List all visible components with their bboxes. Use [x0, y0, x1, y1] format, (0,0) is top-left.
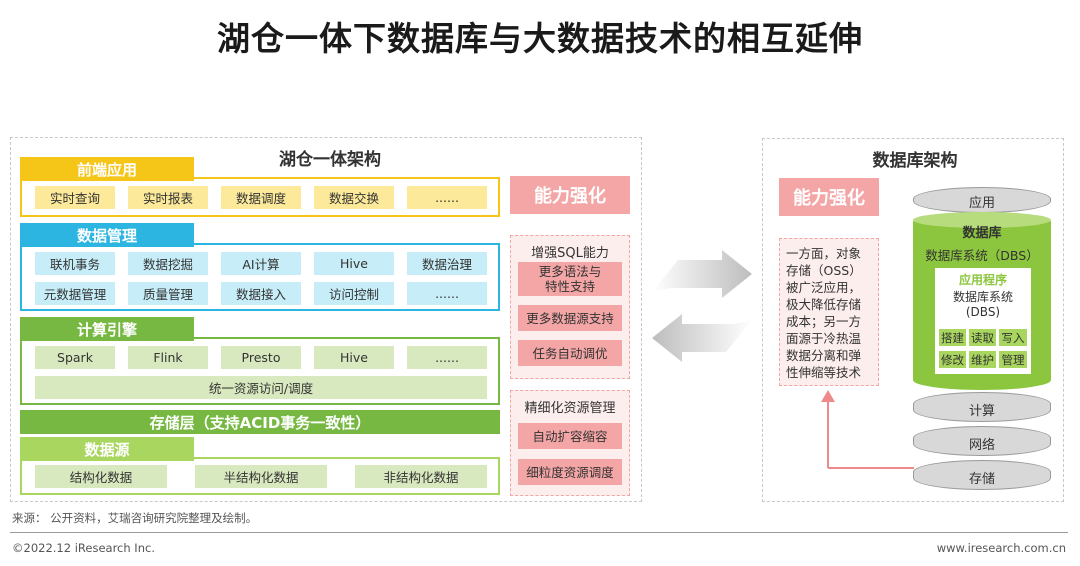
management-item: 数据治理 — [407, 252, 487, 275]
inner-dbs-label: 数据库系统 (DBS) — [952, 290, 1013, 319]
source-item: 结构化数据 — [35, 465, 167, 488]
management-item: 联机事务 — [35, 252, 115, 275]
compute-cylinder: 计算 — [913, 392, 1051, 422]
app-program-label: 应用程序 — [958, 273, 1007, 287]
page-title: 湖仓一体下数据库与大数据技术的相互延伸 — [217, 19, 863, 58]
sql-ability-label: 增强SQL能力 — [531, 246, 609, 261]
frontend-item: 数据交换 — [314, 186, 394, 209]
db-op: 写入 — [999, 329, 1027, 346]
resource-item: 自动扩容缩容 — [518, 423, 622, 449]
frontend-item: ...... — [407, 186, 487, 209]
app-cylinder: 应用 — [913, 187, 1051, 213]
management-item: AI计算 — [221, 252, 301, 275]
db-op: 修改 — [939, 351, 966, 368]
compute-item: Presto — [221, 346, 301, 369]
compute-item: Spark — [35, 346, 115, 369]
dbs-inner-box: 应用程序 数据库系统 (DBS) 搭建 读取 写入 修改 维护 管理 — [935, 268, 1031, 374]
website-link[interactable]: www.iresearch.com.cn — [936, 541, 1066, 555]
unified-scheduling: 统一资源访问/调度 — [35, 376, 487, 399]
frontend-item: 实时报表 — [128, 186, 208, 209]
sql-ability-item: 更多数据源支持 — [518, 305, 622, 331]
source-item: 半结构化数据 — [195, 465, 327, 488]
frontend-item: 实时查询 — [35, 186, 115, 209]
cycle-arrows-icon — [652, 250, 752, 362]
lakehouse-panel-title: 湖仓一体架构 — [279, 150, 381, 170]
database-label: 数据库 — [962, 226, 1002, 241]
compute-item: Flink — [128, 346, 208, 369]
management-item: 质量管理 — [128, 282, 208, 305]
management-item: ...... — [407, 282, 487, 305]
resource-item: 细粒度资源调度 — [518, 459, 622, 485]
resource-label: 精细化资源管理 — [524, 401, 616, 416]
db-op: 管理 — [999, 351, 1027, 368]
management-item: 数据接入 — [221, 282, 301, 305]
compute-group: Spark Flink Presto Hive ...... 统一资源访问/调度 — [20, 337, 500, 405]
network-cylinder: 网络 — [913, 426, 1051, 456]
sql-ability-item: 更多语法与 特性支持 — [518, 262, 622, 296]
database-cylinder: 数据库 数据库系统（DBS） 应用程序 数据库系统 (DBS) 搭建 读取 写入… — [913, 212, 1051, 390]
arrow-up-icon — [821, 390, 914, 469]
management-item: 元数据管理 — [35, 282, 115, 305]
db-op: 搭建 — [939, 329, 966, 346]
database-panel — [762, 138, 1064, 502]
frontend-item: 数据调度 — [221, 186, 301, 209]
ability-text: 一方面，对象存储（OSS）被广泛应用，极大降低存储成本；另一方面源于冷热温数据分… — [786, 246, 862, 380]
source-group: 结构化数据 半结构化数据 非结构化数据 — [20, 457, 500, 495]
management-item: 数据挖掘 — [128, 252, 208, 275]
sql-ability-item: 任务自动调优 — [518, 340, 622, 366]
footer-divider — [10, 532, 1068, 533]
db-op: 维护 — [969, 351, 996, 368]
dbs-label: 数据库系统（DBS） — [925, 248, 1039, 263]
compute-item: Hive — [314, 346, 394, 369]
ability-text-box — [779, 238, 879, 386]
lakehouse-panel — [10, 137, 642, 502]
db-op: 读取 — [969, 329, 996, 346]
database-panel-title: 数据库架构 — [872, 151, 958, 171]
ability-header-right: 能力强化 — [779, 178, 879, 216]
storage-cylinder: 存储 — [913, 460, 1051, 490]
management-group: 联机事务 数据挖掘 AI计算 Hive 数据治理 元数据管理 质量管理 数据接入… — [20, 243, 500, 311]
source-note: 来源： 公开资料，艾瑞咨询研究院整理及绘制。 — [12, 511, 258, 525]
copyright: ©2022.12 iResearch Inc. — [12, 541, 155, 555]
source-item: 非结构化数据 — [355, 465, 487, 488]
storage-layer: 存储层（支持ACID事务一致性） — [20, 410, 500, 434]
frontend-group: 实时查询 实时报表 数据调度 数据交换 ...... — [20, 177, 500, 217]
management-item: 访问控制 — [314, 282, 394, 305]
management-item: Hive — [314, 252, 394, 275]
compute-item: ...... — [407, 346, 487, 369]
ability-header-left: 能力强化 — [510, 176, 630, 214]
